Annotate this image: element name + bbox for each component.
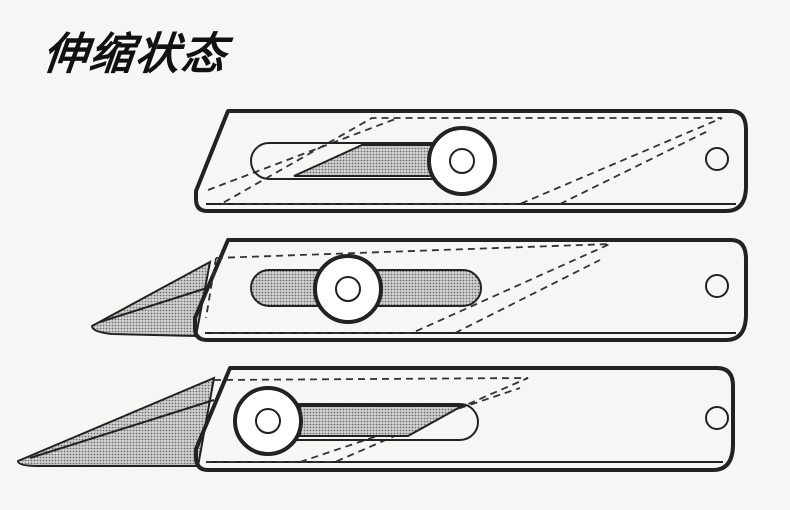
knife-retracted bbox=[194, 109, 748, 213]
knife-half-extended bbox=[90, 238, 748, 342]
slider-knob bbox=[233, 386, 303, 456]
hidden-blade-dashed bbox=[206, 377, 529, 463]
pivot-hole bbox=[705, 406, 729, 430]
blade-edge bbox=[99, 286, 211, 323]
hidden-blade-dashed-edge bbox=[207, 117, 399, 191]
hidden-blade-dashed-edge bbox=[205, 257, 217, 319]
handle-outline bbox=[194, 366, 735, 472]
hidden-blade-dashed bbox=[206, 243, 611, 334]
slider-knob-hole bbox=[335, 276, 361, 302]
hidden-blade-dashed-edge bbox=[299, 387, 521, 463]
knife-fully-extended bbox=[16, 366, 735, 472]
hidden-blade-dashed-edge bbox=[454, 259, 601, 334]
handle-outline bbox=[193, 238, 748, 342]
exposed-blade bbox=[90, 260, 212, 338]
pivot-hole bbox=[705, 147, 729, 171]
slider-knob bbox=[427, 126, 497, 196]
visible-blade-in-slot bbox=[299, 405, 466, 437]
slider-knob-hole bbox=[255, 408, 281, 434]
blade-edge bbox=[29, 399, 215, 459]
handle-outline bbox=[194, 109, 748, 213]
pivot-hole bbox=[705, 274, 729, 298]
hidden-blade-dashed-edge bbox=[559, 129, 711, 205]
slider-knob-hole bbox=[449, 148, 475, 174]
exposed-blade bbox=[16, 376, 216, 467]
slider-knob bbox=[313, 254, 383, 324]
